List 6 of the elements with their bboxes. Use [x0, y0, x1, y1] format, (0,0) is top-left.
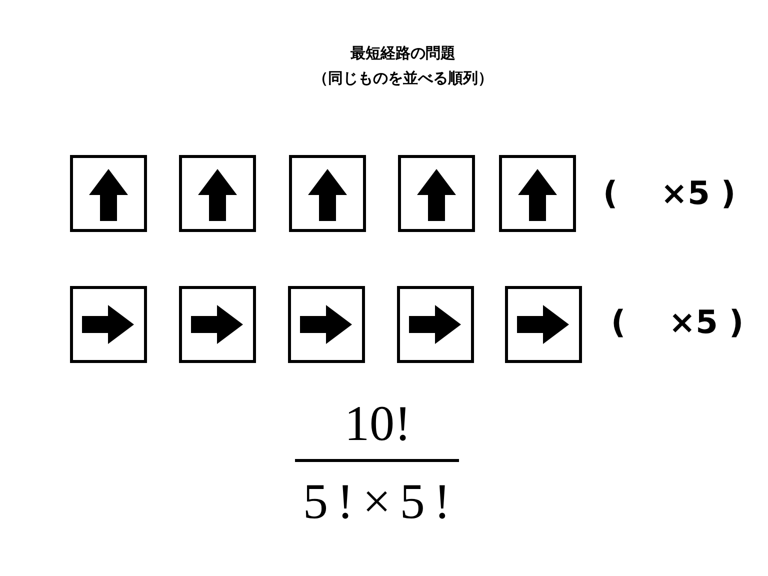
subtitle: （同じものを並べる順列）: [313, 71, 493, 86]
count-label: ( ×5 ): [611, 306, 744, 338]
title: 最短経路の問題: [350, 46, 456, 61]
numerator: 10!: [344, 398, 412, 448]
denominator: 5!×5!: [303, 476, 460, 526]
count-label: ( ×5 ): [603, 177, 736, 209]
